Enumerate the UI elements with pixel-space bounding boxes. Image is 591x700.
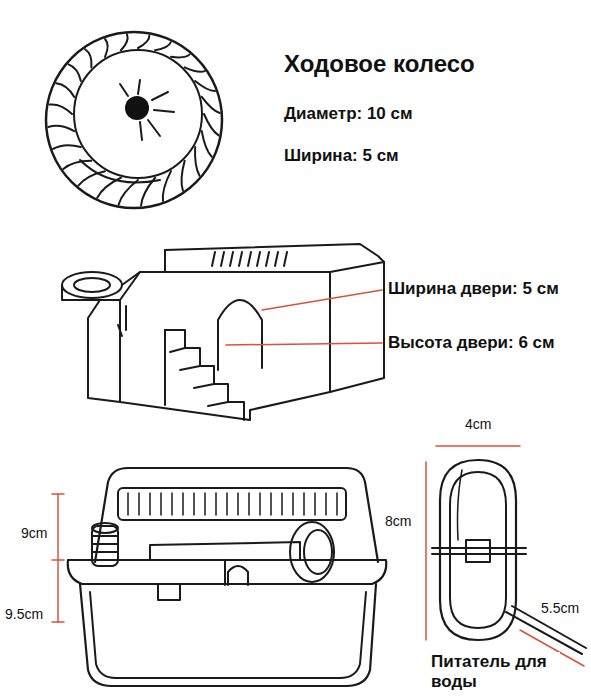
- wheel-rib: [56, 83, 74, 97]
- dimension-label: 9cm: [20, 525, 48, 541]
- wheel-rib: [155, 42, 171, 50]
- wheel-rib: [119, 180, 138, 205]
- wheel-rib: [204, 114, 219, 135]
- vent-slit: [230, 252, 233, 266]
- vent-slit: [182, 493, 184, 515]
- vent-slit: [237, 493, 239, 515]
- vent-slit: [221, 252, 224, 266]
- vent-slit: [314, 493, 316, 515]
- vent-slit: [284, 252, 287, 266]
- vent-slit: [259, 493, 261, 515]
- vent-slit: [275, 252, 278, 266]
- door-leader-lines: [226, 290, 382, 345]
- dimension-label: 5.5cm: [540, 600, 580, 616]
- wheel-rib: [202, 131, 212, 157]
- bottle-dimension-lines: [426, 446, 584, 666]
- vent-slit: [138, 493, 140, 515]
- dimension-label: 8cm: [384, 513, 412, 529]
- cage-dimension-line: [52, 494, 64, 622]
- vent-slit: [257, 252, 260, 266]
- wheel-rib: [48, 126, 74, 131]
- wheel-rib: [171, 54, 190, 57]
- running-wheel: [46, 32, 222, 208]
- wheel-rib: [49, 104, 72, 114]
- vent-slit: [303, 493, 305, 515]
- vent-slit: [204, 493, 206, 515]
- vent-slit: [127, 493, 129, 515]
- vent-slit: [325, 493, 327, 515]
- vent-slit: [336, 493, 338, 515]
- heading: Ходовое колесо: [283, 50, 476, 78]
- water-bottle: [432, 460, 586, 654]
- dimension-label: Питатель для воды: [430, 652, 560, 691]
- wheel-rib: [85, 49, 91, 67]
- vent-slit: [212, 252, 215, 266]
- vent-slit: [248, 252, 251, 266]
- vent-slit: [239, 252, 242, 266]
- vent-slit: [149, 493, 151, 515]
- wheel-rib: [185, 67, 205, 71]
- dimension-label: 9.5cm: [4, 606, 44, 622]
- wheel-rib: [53, 145, 81, 149]
- vent-slit: [193, 493, 195, 515]
- vent-slit: [160, 493, 162, 515]
- wheel-rib: [182, 161, 185, 191]
- vent-slit: [292, 493, 294, 515]
- wheel-rib: [195, 147, 200, 176]
- wheel-rib: [78, 171, 105, 185]
- dimension-label: 4cm: [464, 416, 492, 432]
- wheel-rib: [138, 35, 149, 48]
- vent-slit: [281, 493, 283, 515]
- vent-slit: [215, 493, 217, 515]
- dimension-label: Высота двери: 6 см: [387, 333, 556, 353]
- wheel-rib: [163, 171, 171, 201]
- dimension-label: Ширина: 5 см: [283, 146, 400, 166]
- hamster-house: [62, 244, 384, 420]
- wheel-rib: [202, 97, 220, 113]
- vent-slit: [226, 493, 228, 515]
- vent-slit: [248, 493, 250, 515]
- wheel-rib: [68, 64, 80, 81]
- vent-slit: [266, 252, 269, 266]
- hamster-cage: [68, 468, 386, 686]
- vent-slit: [171, 493, 173, 515]
- vent-slit: [270, 493, 272, 515]
- wheel-rib: [195, 81, 215, 91]
- wheel-rib: [121, 34, 128, 50]
- wheel-rib: [105, 39, 108, 57]
- dimension-label: Ширина двери: 5 см: [387, 279, 560, 299]
- dimension-label: Диаметр: 10 см: [283, 104, 414, 124]
- wheel-rib: [63, 161, 91, 169]
